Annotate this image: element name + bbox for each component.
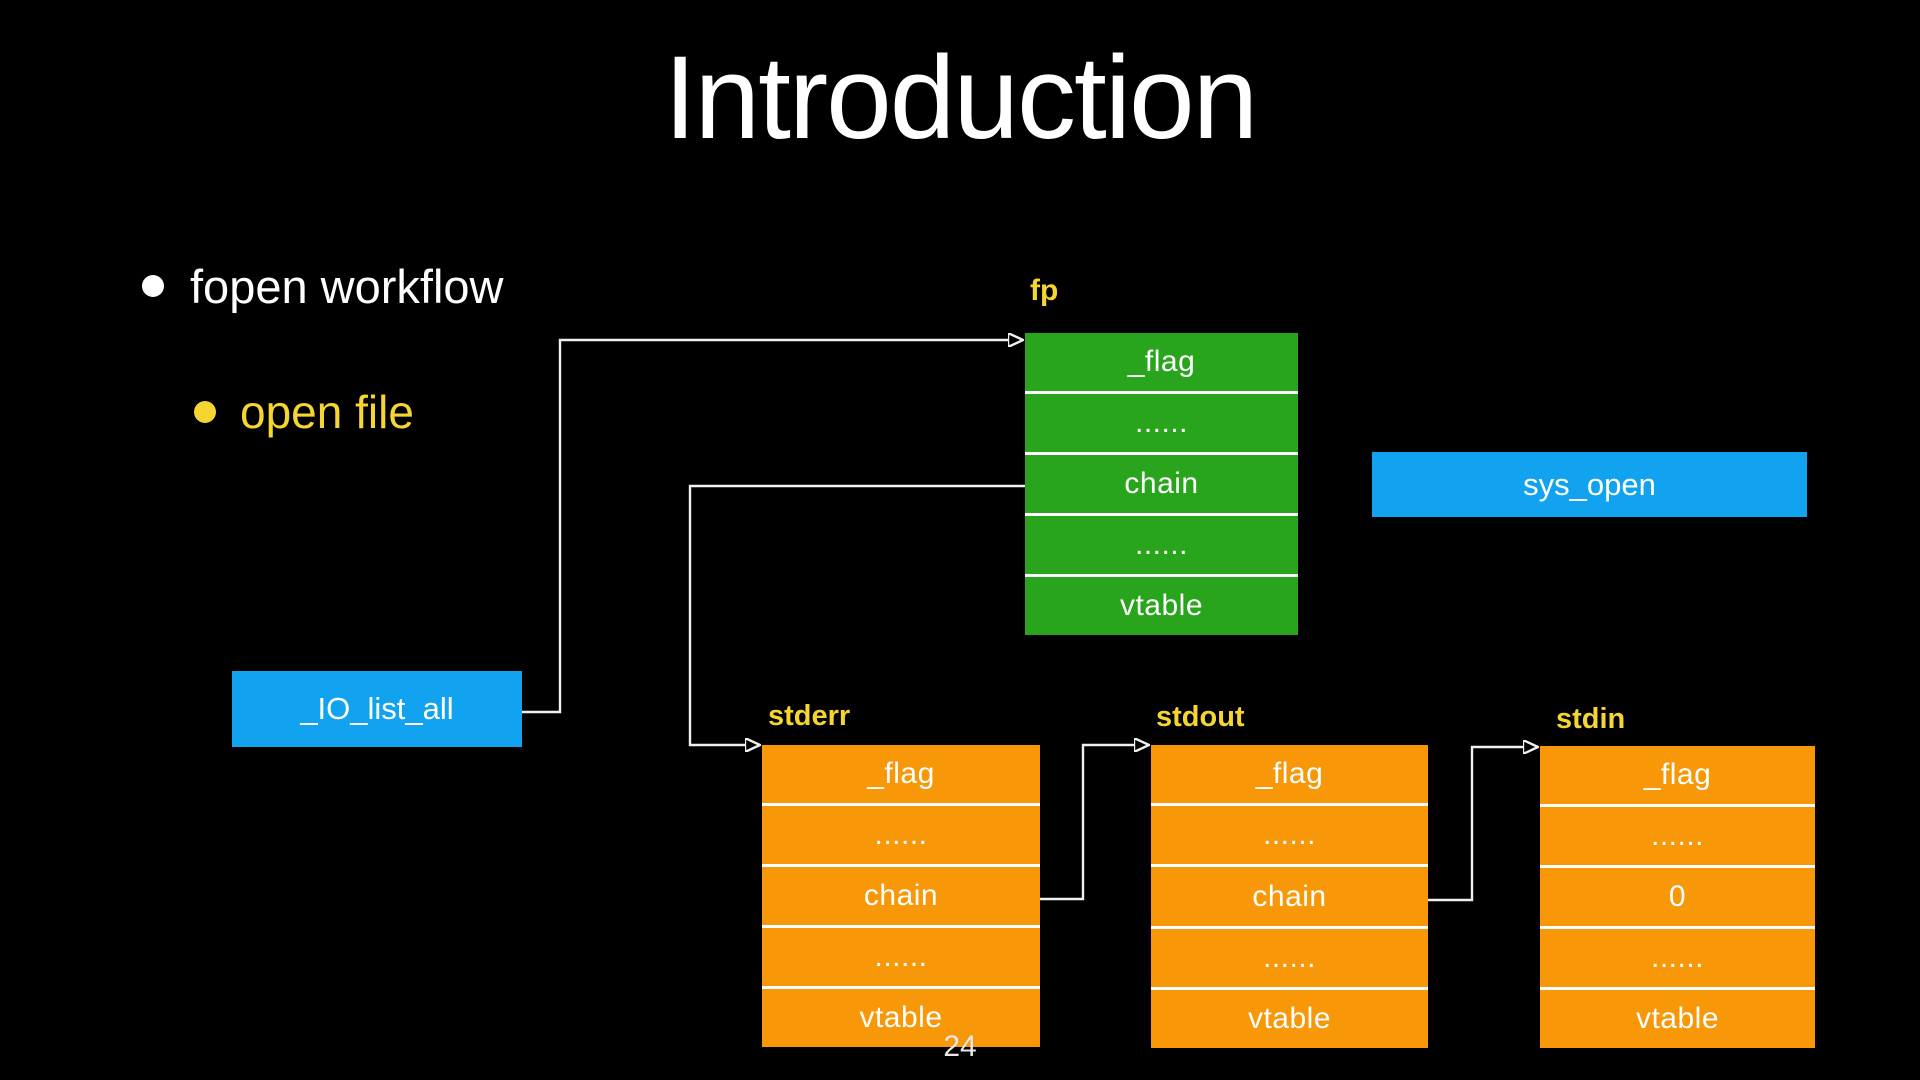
page-number: 24	[943, 1030, 977, 1063]
sys-open-box: sys_open	[1372, 452, 1807, 517]
struct-row: ......	[1540, 804, 1815, 865]
bullet-icon	[194, 401, 216, 423]
struct-row: ......	[1540, 926, 1815, 987]
stdin-label: stdin	[1556, 703, 1626, 735]
bullet-fopen-workflow: fopen workflow	[142, 258, 504, 314]
struct-row: ......	[1151, 925, 1428, 987]
bullet-icon	[142, 275, 164, 297]
fp-label: fp	[1030, 274, 1059, 307]
struct-row: _flag	[1255, 757, 1324, 791]
struct-row: ......	[1025, 513, 1298, 574]
struct-row: chain	[1025, 452, 1298, 513]
io-list-all-box: _IO_list_all	[232, 671, 522, 747]
stdout-struct-box: _flag ...... chain ...... vtable	[1151, 745, 1428, 1048]
fp-struct-box: _flag ...... chain ...... vtable	[1025, 333, 1298, 635]
bullet-open-file-label: open file	[240, 386, 414, 438]
struct-row: 0	[1540, 865, 1815, 926]
bullet-fopen-workflow-label: fopen workflow	[190, 259, 504, 313]
struct-row: _flag	[1643, 758, 1712, 791]
stderr-label: stderr	[768, 700, 851, 732]
stdin-struct-box: _flag ...... 0 ...... vtable	[1540, 746, 1815, 1048]
struct-row: vtable	[762, 986, 1040, 1047]
struct-row: ......	[1151, 803, 1428, 864]
struct-row: vtable	[1151, 986, 1428, 1048]
connector-stderr-chain-to-stdout	[1040, 745, 1135, 901]
struct-row: ......	[1025, 391, 1298, 452]
bullet-open-file: open file	[194, 384, 414, 440]
connector-io-list-all-to-fp	[522, 340, 1009, 714]
struct-row: ......	[762, 925, 1040, 986]
struct-row: vtable	[1025, 574, 1298, 635]
struct-row: chain	[1151, 864, 1428, 925]
connector-fp-chain-to-stderr	[688, 484, 1025, 745]
struct-row: ......	[762, 803, 1040, 864]
connector-stdout-chain-to-stdin	[1428, 747, 1524, 902]
struct-row: _flag	[1127, 345, 1196, 378]
struct-row: _flag	[867, 757, 935, 790]
struct-row: vtable	[1540, 987, 1815, 1048]
stdout-label: stdout	[1156, 701, 1245, 733]
struct-row: chain	[762, 864, 1040, 925]
page-title: Introduction	[663, 32, 1259, 164]
stderr-struct-box: _flag ...... chain ...... vtable	[762, 745, 1040, 1047]
